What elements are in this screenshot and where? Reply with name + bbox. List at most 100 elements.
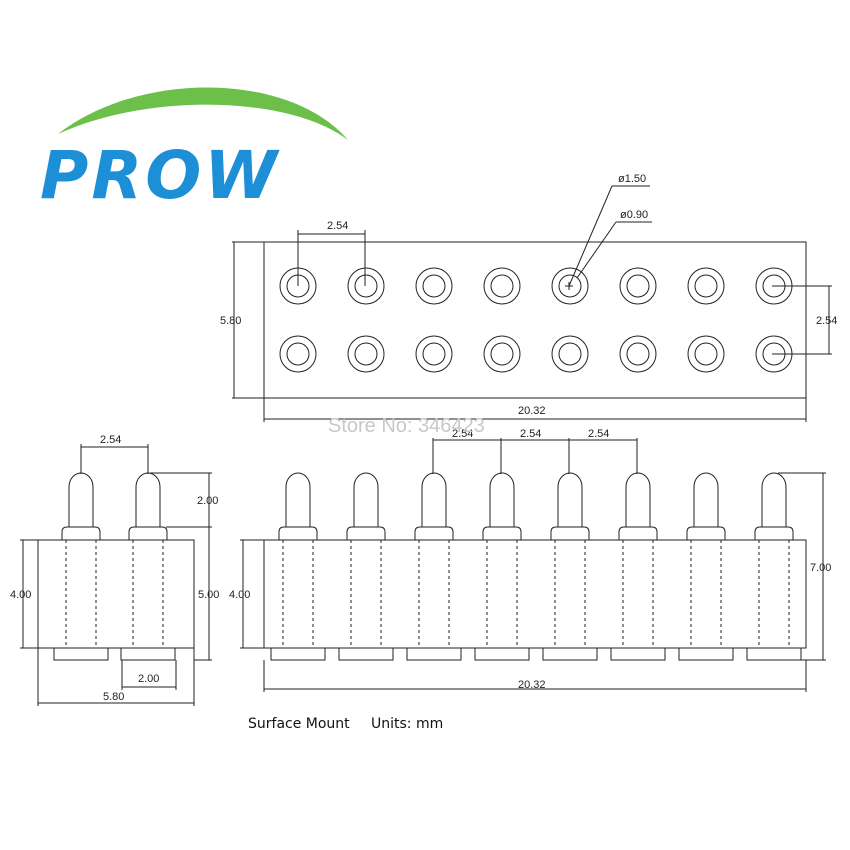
pin-hole xyxy=(687,335,725,373)
hole-inner-ring xyxy=(694,274,718,298)
hole-outer-ring xyxy=(483,335,521,373)
front-view-body xyxy=(263,539,807,649)
side-total-height-label: 5.00 xyxy=(198,589,219,601)
pin-plunger xyxy=(693,472,719,527)
pin-pad xyxy=(338,647,394,661)
pin-barrel-top xyxy=(61,526,101,540)
side-pad-width-label: 2.00 xyxy=(138,673,159,685)
pin-pad xyxy=(53,647,109,661)
top-length-label: 20.32 xyxy=(518,405,546,417)
logo-text: PROW xyxy=(40,137,280,214)
hole-inner-ring xyxy=(354,274,378,298)
pin-plunger xyxy=(557,472,583,527)
hole-inner-ring xyxy=(354,342,378,366)
pin-hole xyxy=(483,267,521,305)
hole-inner-ring xyxy=(422,274,446,298)
hole-outer-ring xyxy=(347,335,385,373)
pin-barrel-top xyxy=(278,526,318,540)
pin-barrel-top xyxy=(482,526,522,540)
store-watermark: Store No: 346423 xyxy=(328,415,485,437)
pin-hole xyxy=(415,335,453,373)
hole-inner-ring xyxy=(694,342,718,366)
pin-plunger xyxy=(285,472,311,527)
side-width-label: 5.80 xyxy=(103,691,124,703)
hole-outer-ring xyxy=(551,335,589,373)
front-length-label: 20.32 xyxy=(518,679,546,691)
pogo-pin xyxy=(746,472,802,661)
pin-barrel-top xyxy=(550,526,590,540)
pin-plunger xyxy=(135,472,161,527)
front-body-height-label: 4.00 xyxy=(229,589,250,601)
front-total-height-label: 7.00 xyxy=(810,562,831,574)
side-view xyxy=(20,444,212,706)
hole-outer-ring xyxy=(619,335,657,373)
front-view xyxy=(240,438,826,692)
top-view xyxy=(232,185,832,422)
hole-inner-ring xyxy=(422,342,446,366)
pin-hole xyxy=(619,267,657,305)
hole-inner-ring xyxy=(490,342,514,366)
pin-hole xyxy=(551,267,589,305)
pin-pad xyxy=(610,647,666,661)
pin-pad xyxy=(678,647,734,661)
pin-pad xyxy=(270,647,326,661)
front-pitch-label-1: 2.54 xyxy=(452,428,473,440)
hole-outer-ring xyxy=(483,267,521,305)
pogo-pin xyxy=(542,472,598,661)
front-pitch-label-2: 2.54 xyxy=(520,428,541,440)
hole-outer-ring xyxy=(551,267,589,305)
side-pin-height-label: 2.00 xyxy=(197,495,218,507)
front-pitch-label-3: 2.54 xyxy=(588,428,609,440)
front-view-labels: 2.54 2.54 2.54 4.00 7.00 20.32 xyxy=(229,428,831,691)
units-caption: Units: mm xyxy=(371,716,443,732)
pin-plunger xyxy=(761,472,787,527)
pin-hole xyxy=(279,335,317,373)
pin-plunger xyxy=(625,472,651,527)
hole-inner-ring xyxy=(286,342,310,366)
hole-inner-ring xyxy=(626,342,650,366)
side-pitch-label: 2.54 xyxy=(100,434,121,446)
prow-logo: PROW xyxy=(40,87,348,214)
logo-swoosh xyxy=(58,87,348,140)
mount-type-caption: Surface Mount xyxy=(248,716,350,732)
pin-pad xyxy=(406,647,462,661)
pin-pad xyxy=(542,647,598,661)
pogo-pin xyxy=(53,472,109,661)
top-pitch-y-label: 2.54 xyxy=(816,315,837,327)
hole-outer-ring xyxy=(619,267,657,305)
side-view-body xyxy=(37,539,195,649)
pin-hole xyxy=(483,335,521,373)
pin-barrel-top xyxy=(128,526,168,540)
top-view-labels: 2.54 ø1.50 ø0.90 5.80 2.54 20.32 xyxy=(220,173,837,417)
hole-outer-ring xyxy=(687,335,725,373)
pogo-pin xyxy=(474,472,530,661)
pin-pad xyxy=(474,647,530,661)
pin-barrel-top xyxy=(414,526,454,540)
side-view-pins xyxy=(53,472,176,661)
pin-barrel-top xyxy=(618,526,658,540)
pin-hole xyxy=(687,267,725,305)
pogo-pin xyxy=(610,472,666,661)
pogo-pin xyxy=(406,472,462,661)
pin-barrel-top xyxy=(686,526,726,540)
pin-pad xyxy=(746,647,802,661)
pin-hole xyxy=(551,335,589,373)
side-view-labels: 2.54 2.00 4.00 5.00 2.00 5.80 xyxy=(10,434,219,703)
top-width-label: 5.80 xyxy=(220,315,241,327)
hole-outer-ring xyxy=(279,335,317,373)
pin-hole xyxy=(347,267,385,305)
hole-inner-ring xyxy=(626,274,650,298)
pin-plunger xyxy=(489,472,515,527)
pogo-pin xyxy=(678,472,734,661)
pin-barrel-top xyxy=(346,526,386,540)
inner-diameter-label: ø0.90 xyxy=(620,209,648,221)
pin-hole xyxy=(347,335,385,373)
side-body-height-label: 4.00 xyxy=(10,589,31,601)
hole-inner-ring xyxy=(558,274,582,298)
top-pitch-x-label: 2.54 xyxy=(327,220,348,232)
pin-barrel-top xyxy=(754,526,794,540)
top-view-holes xyxy=(279,267,793,373)
pin-hole xyxy=(415,267,453,305)
hole-inner-ring xyxy=(558,342,582,366)
